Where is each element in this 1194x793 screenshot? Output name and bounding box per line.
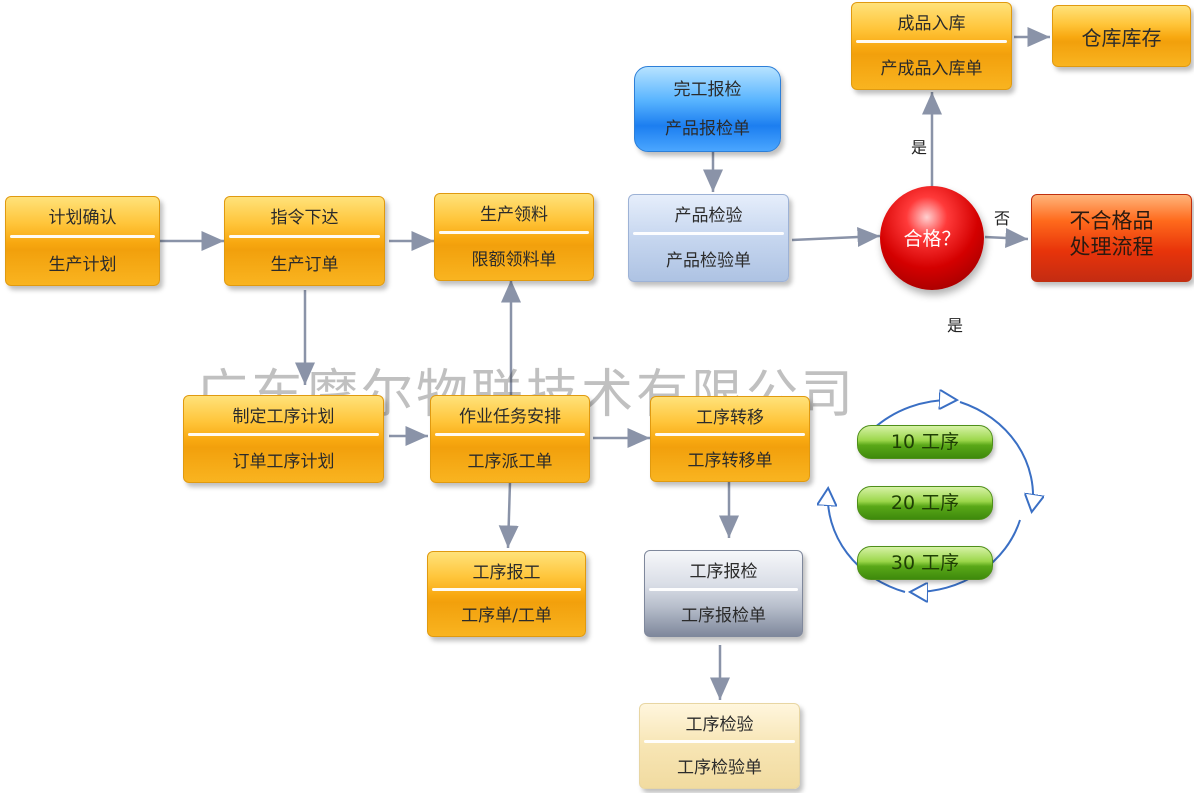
- node-task-assign: 作业任务安排 工序派工单: [430, 395, 590, 483]
- node-doc: 工序转移单: [687, 451, 773, 471]
- node-doc: 工序派工单: [467, 452, 553, 472]
- node-divider: [229, 235, 380, 238]
- node-doc: 订单工序计划: [232, 452, 335, 472]
- node-doc: 工序报检单: [681, 606, 766, 626]
- node-op-inspect: 工序检验 工序检验单: [639, 703, 800, 789]
- edge-label-yes-down: 是: [947, 316, 964, 335]
- node-doc: 产品报检单: [665, 119, 750, 139]
- node-report-done: 完工报检 产品报检单: [634, 66, 781, 152]
- node-divider: [856, 40, 1007, 43]
- arrow-check-to-qualified: [791, 227, 881, 248]
- node-instruction: 指令下达 生产订单: [224, 196, 385, 286]
- arrow-qualified-to-unqualified: [984, 227, 1029, 248]
- decision-label: 合格？: [903, 228, 961, 250]
- node-op-report: 工序报工 工序单/工单: [427, 551, 586, 637]
- node-title: 仓库库存: [1081, 26, 1162, 50]
- node-title: 产品检验: [674, 206, 743, 226]
- node-warehouse-in: 成品入库 产成品入库单: [851, 2, 1012, 90]
- node-divider: [188, 433, 379, 436]
- node-doc: 工序单/工单: [461, 606, 552, 626]
- node-title: 生产领料: [480, 205, 548, 225]
- node-title: 作业任务安排: [459, 407, 561, 427]
- node-op-plan: 制定工序计划 订单工序计划: [183, 395, 384, 483]
- node-divider: [655, 433, 805, 436]
- node-divider: [633, 232, 784, 235]
- edge-label-yes-up: 是: [911, 138, 928, 157]
- decision-qualified: 合格？: [880, 186, 984, 290]
- node-divider: [432, 588, 581, 591]
- node-doc: 生产订单: [270, 255, 339, 275]
- node-product-check: 产品检验 产品检验单: [628, 194, 789, 282]
- node-doc: 产成品入库单: [880, 59, 983, 79]
- node-op-transfer: 工序转移 工序转移单: [650, 396, 810, 482]
- cycle-step-10: 10 工序: [857, 425, 993, 459]
- node-title: 工序检验: [685, 715, 754, 735]
- node-title: 计划确认: [48, 208, 117, 228]
- node-divider: [10, 235, 155, 238]
- node-title-line1: 不合格品: [1069, 209, 1154, 233]
- node-divider: [649, 587, 798, 591]
- arrow-task-to-report: [498, 481, 519, 549]
- node-title: 完工报检: [673, 80, 742, 100]
- node-doc: 产品检验单: [666, 251, 751, 271]
- node-plan-confirm: 计划确认 生产计划: [5, 196, 160, 286]
- node-title: 制定工序计划: [232, 407, 335, 427]
- node-unqualified: 不合格品 处理流程: [1031, 194, 1192, 282]
- cycle-step-20: 20 工序: [857, 486, 993, 520]
- node-title: 工序报工: [472, 563, 541, 583]
- cycle-step-30: 30 工序: [857, 546, 993, 580]
- node-doc: 生产计划: [48, 255, 117, 275]
- node-title: 工序转移: [696, 408, 764, 428]
- node-divider: [644, 740, 795, 743]
- node-material: 生产领料 限额领料单: [434, 193, 594, 281]
- node-title: 指令下达: [270, 208, 339, 228]
- node-divider: [439, 231, 589, 234]
- node-title: 成品入库: [897, 14, 966, 34]
- node-doc: 限额领料单: [471, 250, 557, 270]
- node-divider: [435, 433, 585, 436]
- edge-label-no: 否: [994, 209, 1011, 228]
- node-title: 工序报检: [689, 562, 758, 582]
- node-inventory: 仓库库存: [1052, 5, 1191, 67]
- node-op-inspect-report: 工序报检 工序报检单: [644, 550, 803, 637]
- node-doc: 工序检验单: [677, 758, 762, 778]
- node-title-line2: 处理流程: [1069, 235, 1154, 259]
